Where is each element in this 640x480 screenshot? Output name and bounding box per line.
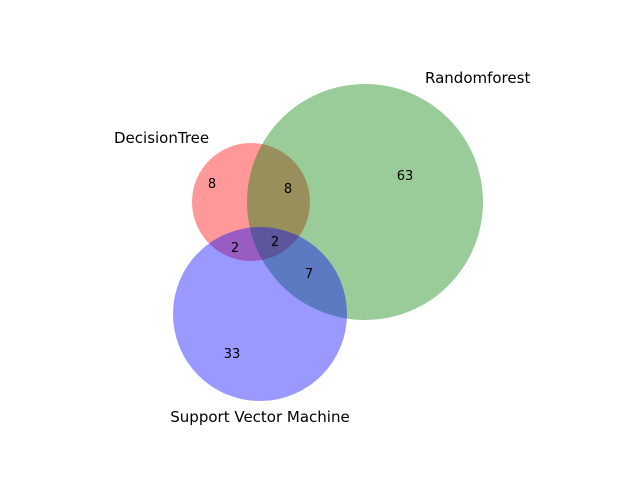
svm-label: Support Vector Machine: [170, 408, 349, 426]
count-dt-and-rf: 8: [284, 182, 292, 197]
random-forest-label: Randomforest: [425, 69, 530, 87]
count-rf-and-svm: 7: [305, 267, 313, 282]
count-decision-tree-only: 8: [208, 177, 216, 192]
count-svm-only: 33: [224, 347, 241, 362]
count-random-forest-only: 63: [397, 169, 414, 184]
svm-circle: [173, 227, 347, 401]
count-all-three: 2: [271, 235, 279, 250]
count-dt-and-svm: 2: [231, 241, 239, 256]
random-forest-circle: [247, 84, 483, 320]
decision-tree-circle: [192, 143, 310, 261]
decision-tree-label: DecisionTree: [114, 129, 209, 147]
